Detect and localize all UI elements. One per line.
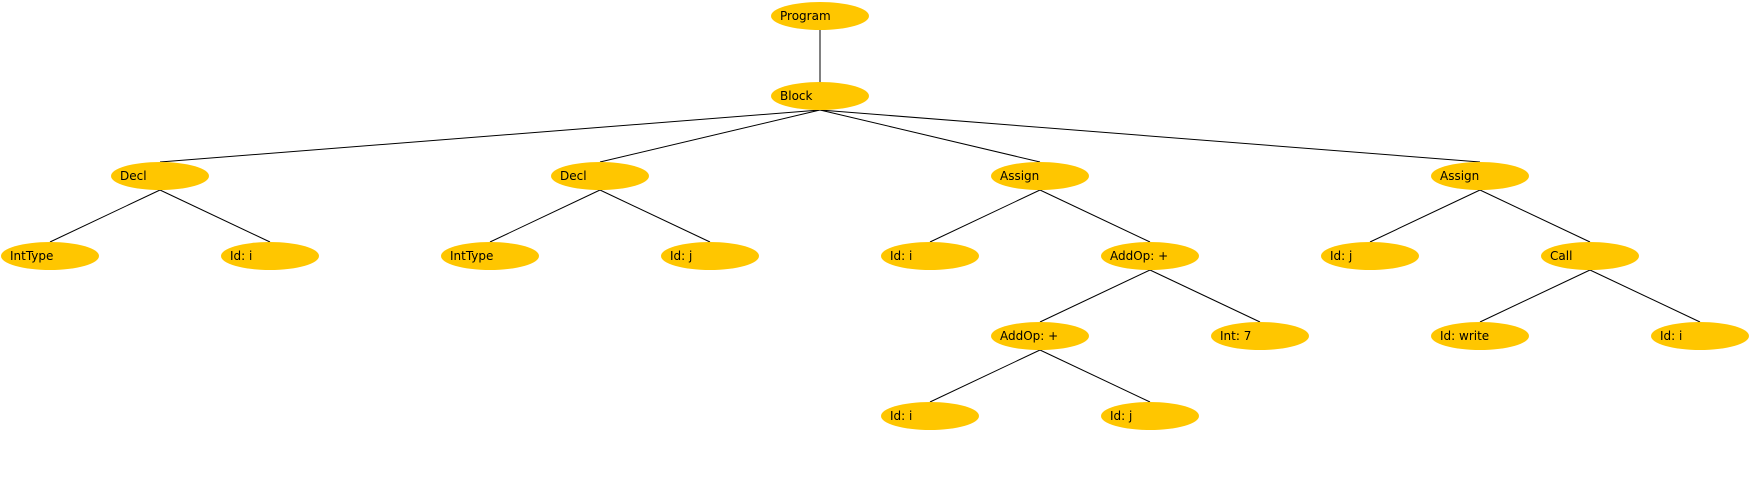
tree-node: Decl <box>111 162 209 190</box>
node-ellipse <box>1431 322 1529 350</box>
node-ellipse <box>551 162 649 190</box>
node-ellipse <box>991 162 1089 190</box>
tree-edge <box>1149 269 1261 323</box>
tree-edge <box>49 189 161 243</box>
node-ellipse <box>1541 242 1639 270</box>
node-ellipse <box>661 242 759 270</box>
tree-edge <box>599 109 821 163</box>
tree-node: Decl <box>551 162 649 190</box>
tree-edge <box>929 189 1041 243</box>
node-label: Program <box>780 9 831 23</box>
node-ellipse <box>991 322 1089 350</box>
node-label: Id: i <box>1660 329 1682 343</box>
tree-edge <box>1039 269 1151 323</box>
tree-node: Id: j <box>661 242 759 270</box>
node-label: Assign <box>1440 169 1479 183</box>
tree-edge <box>1369 189 1481 243</box>
node-ellipse <box>111 162 209 190</box>
tree-edge <box>1479 269 1591 323</box>
tree-edge <box>929 349 1041 403</box>
tree-node: Int: 7 <box>1211 322 1309 350</box>
tree-node: AddOp: + <box>1101 242 1199 270</box>
node-label: Id: j <box>1110 409 1132 423</box>
node-ellipse <box>441 242 539 270</box>
tree-edge <box>1479 189 1591 243</box>
tree-edge <box>489 189 601 243</box>
node-label: IntType <box>10 249 53 263</box>
node-ellipse <box>1431 162 1529 190</box>
node-ellipse <box>1101 402 1199 430</box>
tree-node: Block <box>771 82 869 110</box>
node-label: Id: j <box>670 249 692 263</box>
tree-node: Assign <box>1431 162 1529 190</box>
tree-edge <box>599 189 711 243</box>
node-label: Id: i <box>230 249 252 263</box>
tree-edge <box>1039 189 1151 243</box>
tree-node: Id: j <box>1101 402 1199 430</box>
node-ellipse <box>221 242 319 270</box>
tree-node: Id: i <box>881 402 979 430</box>
node-label: Decl <box>120 169 147 183</box>
tree-edge <box>159 189 271 243</box>
node-label: Id: i <box>890 249 912 263</box>
node-label: Decl <box>560 169 587 183</box>
tree-node: Id: i <box>1651 322 1749 350</box>
tree-edge <box>1039 349 1151 403</box>
node-ellipse <box>771 2 869 30</box>
tree-node: Call <box>1541 242 1639 270</box>
node-label: Id: write <box>1440 329 1489 343</box>
node-label: Id: i <box>890 409 912 423</box>
tree-node: IntType <box>441 242 539 270</box>
node-label: Int: 7 <box>1220 329 1251 343</box>
tree-edge <box>159 109 821 163</box>
node-label: AddOp: + <box>1110 249 1168 263</box>
node-label: Assign <box>1000 169 1039 183</box>
edge-layer <box>49 30 1701 403</box>
node-ellipse <box>1651 322 1749 350</box>
tree-node: Program <box>771 2 869 30</box>
node-label: Block <box>780 89 813 103</box>
node-ellipse <box>1 242 99 270</box>
tree-node: Id: i <box>881 242 979 270</box>
tree-edge <box>1589 269 1701 323</box>
tree-node: IntType <box>1 242 99 270</box>
tree-node: AddOp: + <box>991 322 1089 350</box>
tree-node: Id: j <box>1321 242 1419 270</box>
tree-edge <box>819 109 1041 163</box>
node-label: AddOp: + <box>1000 329 1058 343</box>
tree-node: Assign <box>991 162 1089 190</box>
node-ellipse <box>1321 242 1419 270</box>
node-label: IntType <box>450 249 493 263</box>
node-label: Call <box>1550 249 1572 263</box>
tree-edge <box>819 109 1481 163</box>
tree-node: Id: i <box>221 242 319 270</box>
node-ellipse <box>881 242 979 270</box>
node-label: Id: j <box>1330 249 1352 263</box>
node-ellipse <box>771 82 869 110</box>
node-ellipse <box>881 402 979 430</box>
tree-node: Id: write <box>1431 322 1529 350</box>
node-ellipse <box>1101 242 1199 270</box>
node-ellipse <box>1211 322 1309 350</box>
